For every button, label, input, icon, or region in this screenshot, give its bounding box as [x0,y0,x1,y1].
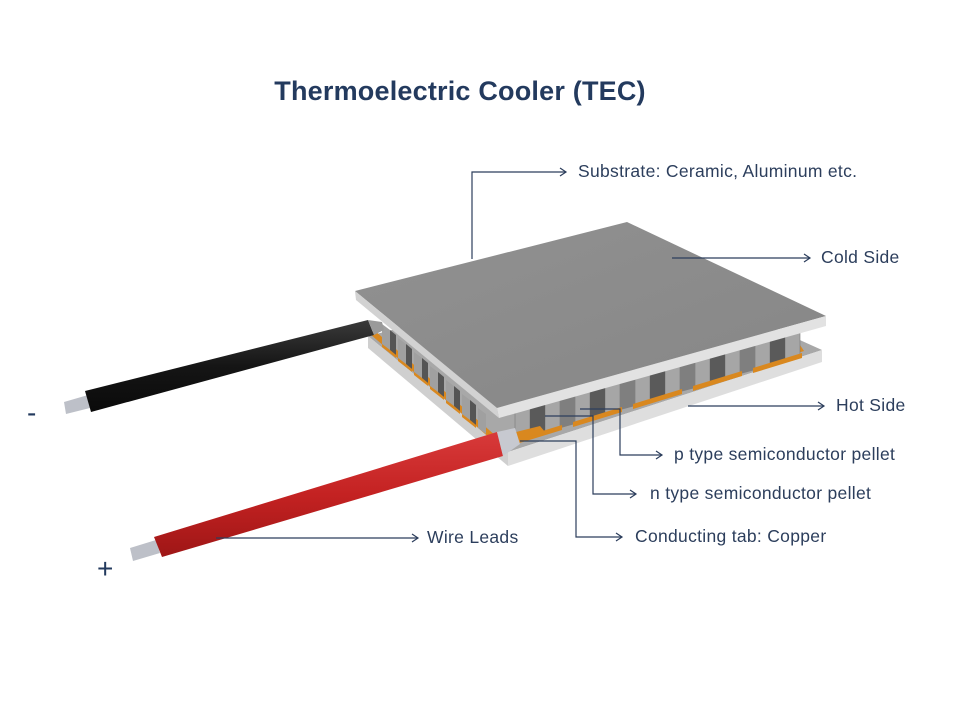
positive-wire [130,428,520,561]
conducting-tab-label: Conducting tab: Copper [635,526,827,546]
wire-leads-label: Wire Leads [427,527,519,547]
positive-terminal-sign: + [97,553,114,584]
hot-side-label: Hot Side [836,395,906,415]
page-title: Thermoelectric Cooler (TEC) [274,76,646,106]
p-type-pellet-label: p type semiconductor pellet [674,444,896,464]
cold-side-label: Cold Side [821,247,900,267]
negative-wire [64,320,384,414]
callout-lines [216,167,826,543]
negative-terminal-sign: - [27,397,37,428]
cold-side-plate [355,222,826,418]
substrate-label: Substrate: Ceramic, Aluminum etc. [578,161,858,181]
semiconductor-pellets [370,323,804,446]
n-type-pellet-label: n type semiconductor pellet [650,483,872,503]
